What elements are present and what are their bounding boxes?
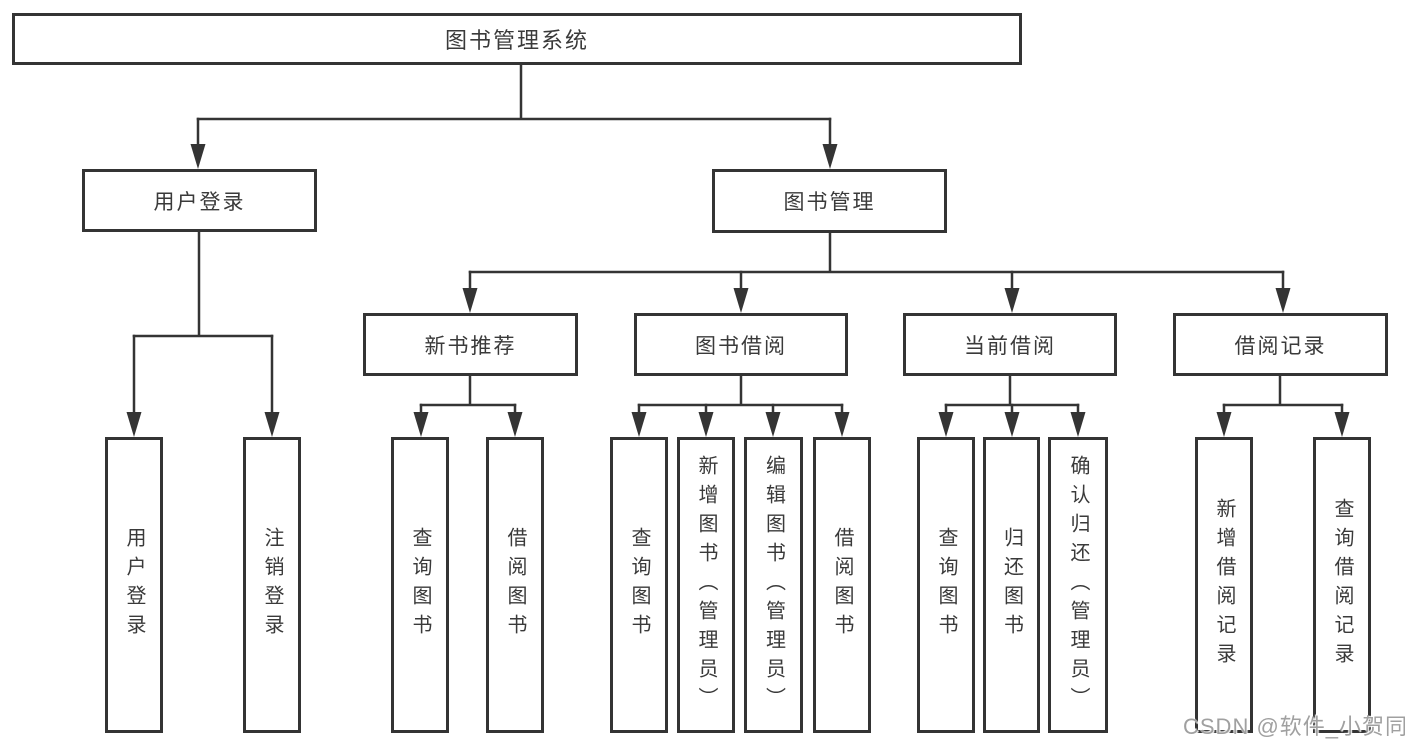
leaf-logout: 注销登录 — [243, 437, 301, 733]
connector-current-borrowing — [938, 374, 1086, 437]
node-borrowing-records: 借阅记录 — [1173, 313, 1388, 376]
leaf-query-books-current: 查询图书 — [917, 437, 975, 733]
leaf-query-books-recommend-label: 查询图书 — [409, 527, 431, 643]
connector-new-book-recommend — [413, 374, 523, 437]
leaf-query-borrow-record-label: 查询借阅记录 — [1331, 498, 1353, 672]
node-new-book-recommend-label: 新书推荐 — [424, 334, 517, 358]
leaf-borrow-books-recommend: 借阅图书 — [486, 437, 544, 733]
leaf-edit-book-admin-label: 编辑图书（管理员） — [762, 454, 785, 716]
leaf-query-books-borrowing-label: 查询图书 — [628, 527, 650, 643]
node-user-login: 用户登录 — [82, 169, 317, 232]
leaf-query-borrow-record: 查询借阅记录 — [1313, 437, 1371, 733]
leaf-confirm-return-admin-label: 确认归还（管理员） — [1067, 454, 1089, 716]
leaf-add-book-admin-label: 新增图书（管理员） — [695, 454, 717, 716]
leaf-add-borrow-record: 新增借阅记录 — [1195, 437, 1253, 733]
leaf-add-borrow-record-label: 新增借阅记录 — [1213, 498, 1235, 672]
watermark: CSDN @软件_小贺同学 — [1183, 714, 1405, 739]
node-current-borrowing: 当前借阅 — [903, 313, 1117, 376]
leaf-user-login: 用户登录 — [105, 437, 163, 733]
leaf-return-books-label: 归还图书 — [1000, 527, 1023, 643]
connector-borrowing-records — [1216, 374, 1350, 437]
node-user-login-label: 用户登录 — [153, 190, 246, 214]
leaf-query-books-recommend: 查询图书 — [391, 437, 449, 733]
node-borrowing-records-label: 借阅记录 — [1234, 334, 1327, 358]
node-book-management: 图书管理 — [712, 169, 947, 233]
leaf-query-books-borrowing: 查询图书 — [610, 437, 668, 733]
node-book-borrowing-label: 图书借阅 — [695, 334, 787, 358]
leaf-borrow-books-recommend-label: 借阅图书 — [504, 527, 526, 643]
node-book-management-label: 图书管理 — [783, 191, 876, 214]
connector-root — [190, 63, 838, 169]
node-root: 图书管理系统 — [12, 13, 1022, 65]
connector-book-management — [462, 231, 1291, 313]
connector-user-login — [126, 230, 280, 437]
leaf-borrow-books-borrowing: 借阅图书 — [813, 437, 871, 733]
leaf-query-books-current-label: 查询图书 — [935, 527, 957, 643]
leaf-user-login-label: 用户登录 — [123, 527, 145, 643]
leaf-return-books: 归还图书 — [983, 437, 1040, 733]
leaf-add-book-admin: 新增图书（管理员） — [677, 437, 735, 733]
connector-book-borrowing — [631, 374, 850, 437]
leaf-logout-label: 注销登录 — [261, 527, 283, 643]
leaf-edit-book-admin: 编辑图书（管理员） — [744, 437, 803, 733]
node-new-book-recommend: 新书推荐 — [363, 313, 578, 376]
leaf-confirm-return-admin: 确认归还（管理员） — [1048, 437, 1108, 733]
node-book-borrowing: 图书借阅 — [634, 313, 848, 376]
node-root-label: 图书管理系统 — [444, 28, 589, 53]
node-current-borrowing-label: 当前借阅 — [964, 334, 1056, 358]
leaf-borrow-books-borrowing-label: 借阅图书 — [831, 527, 853, 643]
